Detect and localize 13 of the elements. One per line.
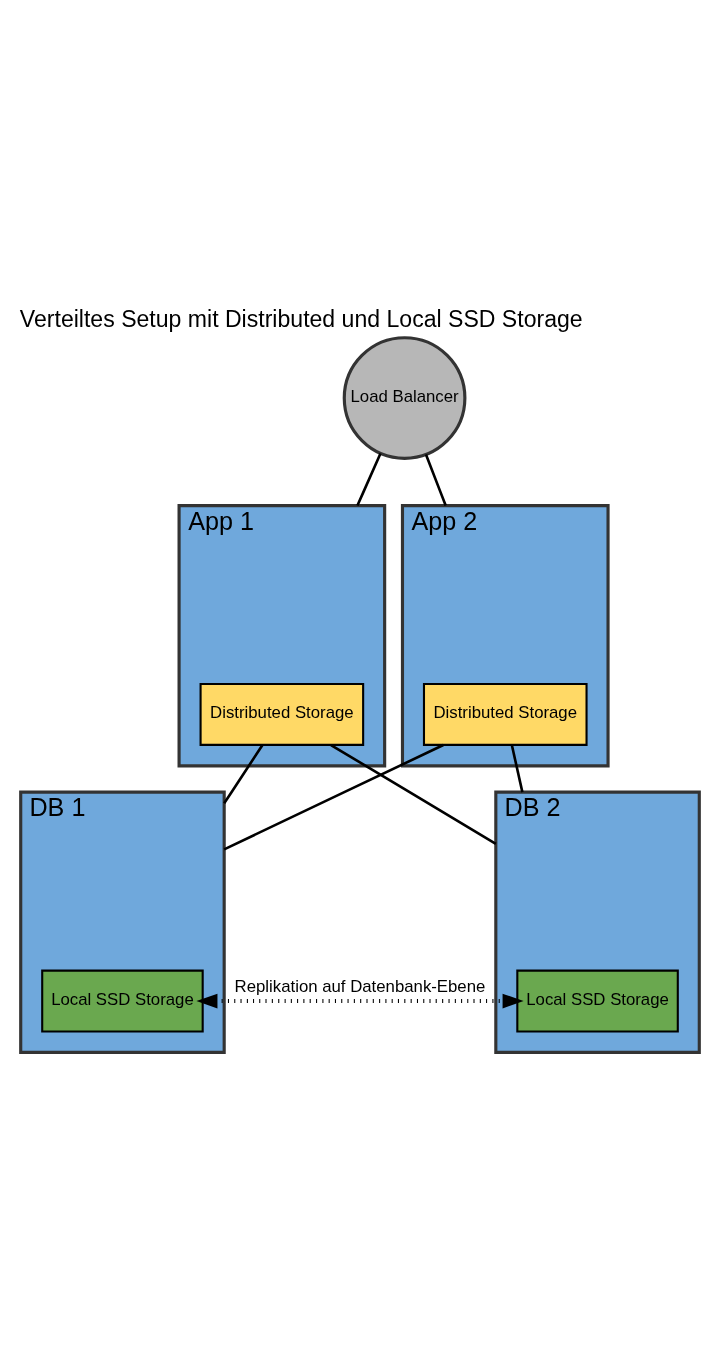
diagram-title: Verteiltes Setup mit Distributed und Local SSD Storage bbox=[19, 305, 583, 332]
edge-label: Replikation auf Datenbank-Ebene bbox=[234, 977, 486, 997]
node-box: Distributed Storage bbox=[199, 683, 365, 746]
connector bbox=[223, 743, 444, 851]
node-box: Local SSD Storage bbox=[41, 969, 204, 1033]
arrow bbox=[196, 993, 524, 1009]
connector bbox=[223, 744, 264, 805]
node-box: Local SSD Storage bbox=[516, 969, 679, 1033]
connector bbox=[424, 454, 447, 507]
connector bbox=[330, 743, 497, 846]
connector bbox=[356, 453, 382, 507]
node-box: Distributed Storage bbox=[422, 683, 588, 746]
node-circle: Load Balancer bbox=[342, 336, 467, 460]
